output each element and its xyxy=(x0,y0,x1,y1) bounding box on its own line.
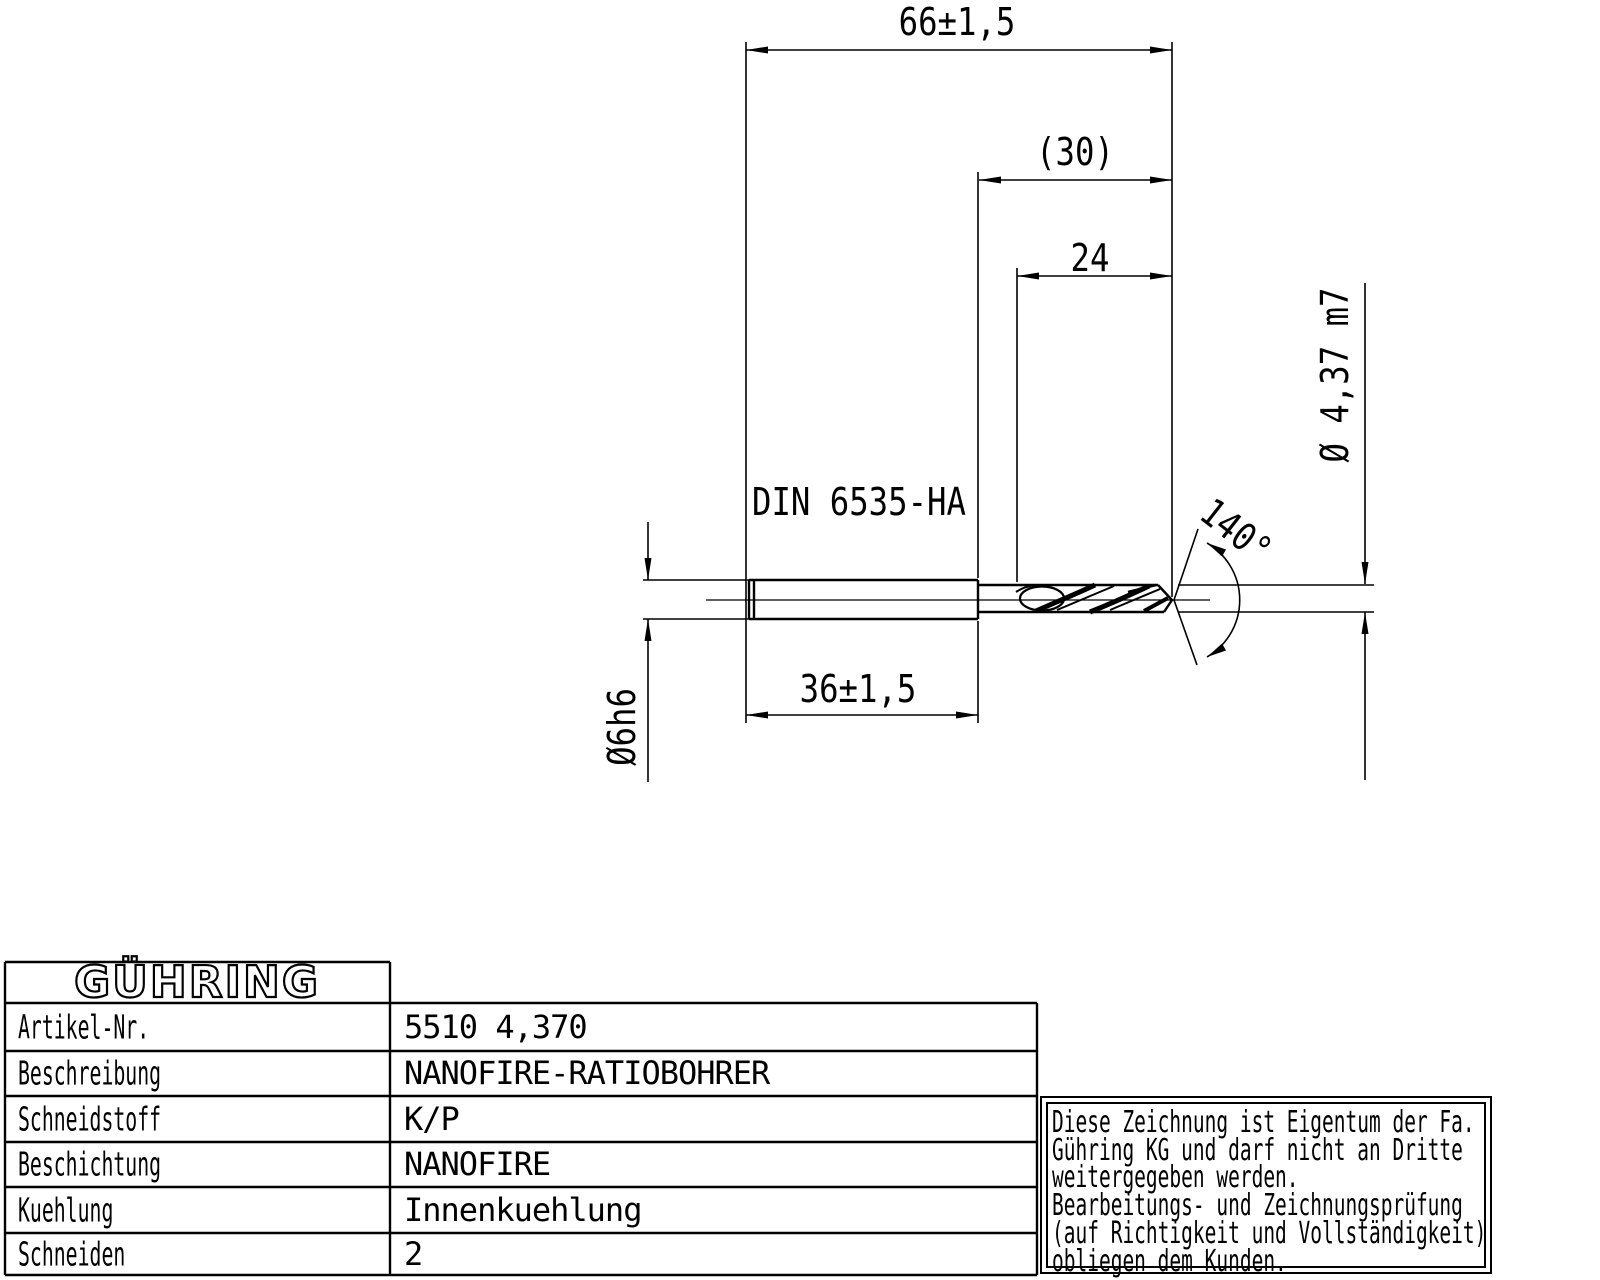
dim-flute-length-label: 24 xyxy=(1070,236,1110,280)
dim-drill-diameter-label: Ø 4,37 m7 xyxy=(1313,287,1357,463)
title-block-row-label: Beschreibung xyxy=(18,1053,162,1093)
title-block-row-value: NANOFIRE xyxy=(404,1145,551,1183)
ownership-note-line: Gühring KG und darf nicht an Dritte xyxy=(1052,1133,1463,1168)
title-block-row-label: Schneiden xyxy=(18,1234,126,1274)
drill-outline xyxy=(747,578,1174,621)
ownership-note-line: weitergegeben werden. xyxy=(1052,1160,1299,1195)
drill-flutes xyxy=(1015,582,1169,615)
title-block-row-value: 2 xyxy=(404,1235,423,1273)
ownership-note-line: (auf Richtigkeit und Vollständigkeit) xyxy=(1052,1216,1487,1251)
shank-standard-label: DIN 6535-HA xyxy=(752,480,966,524)
dimension-lines xyxy=(647,49,1366,782)
extension-lines xyxy=(643,42,1374,723)
ownership-note-line: Diese Zeichnung ist Eigentum der Fa. xyxy=(1052,1105,1475,1140)
title-block-row-value: 5510 4,370 xyxy=(404,1008,588,1046)
title-block-row-value: NANOFIRE-RATIOBOHRER xyxy=(404,1054,770,1092)
ownership-note-line: Bearbeitungs- und Zeichnungsprüfung xyxy=(1052,1188,1463,1223)
title-block-row-label: Artikel-Nr. xyxy=(18,1007,150,1047)
note-box-border xyxy=(1040,1096,1492,1274)
title-block-row-value: K/P xyxy=(404,1100,460,1138)
title-block-row-value: Innenkuehlung xyxy=(404,1191,642,1229)
guehring-logo: GÜHRING xyxy=(73,957,320,1008)
title-block-row-label: Kuehlung xyxy=(18,1190,114,1230)
title-block-row-label: Beschichtung xyxy=(18,1144,162,1184)
dim-total-length-label: 66±1,5 xyxy=(898,0,1016,44)
ownership-note-line: obliegen dem Kunden. xyxy=(1052,1244,1287,1279)
dim-aux-length-label: (30) xyxy=(1036,130,1114,174)
dim-shank-length-label: 36±1,5 xyxy=(799,667,917,711)
dim-shank-diameter-label: Ø6h6 xyxy=(600,688,644,766)
title-block-grid xyxy=(3,960,1039,1277)
dimension-arrowheads xyxy=(644,46,1369,719)
title-block-row-label: Schneidstoff xyxy=(18,1099,162,1139)
